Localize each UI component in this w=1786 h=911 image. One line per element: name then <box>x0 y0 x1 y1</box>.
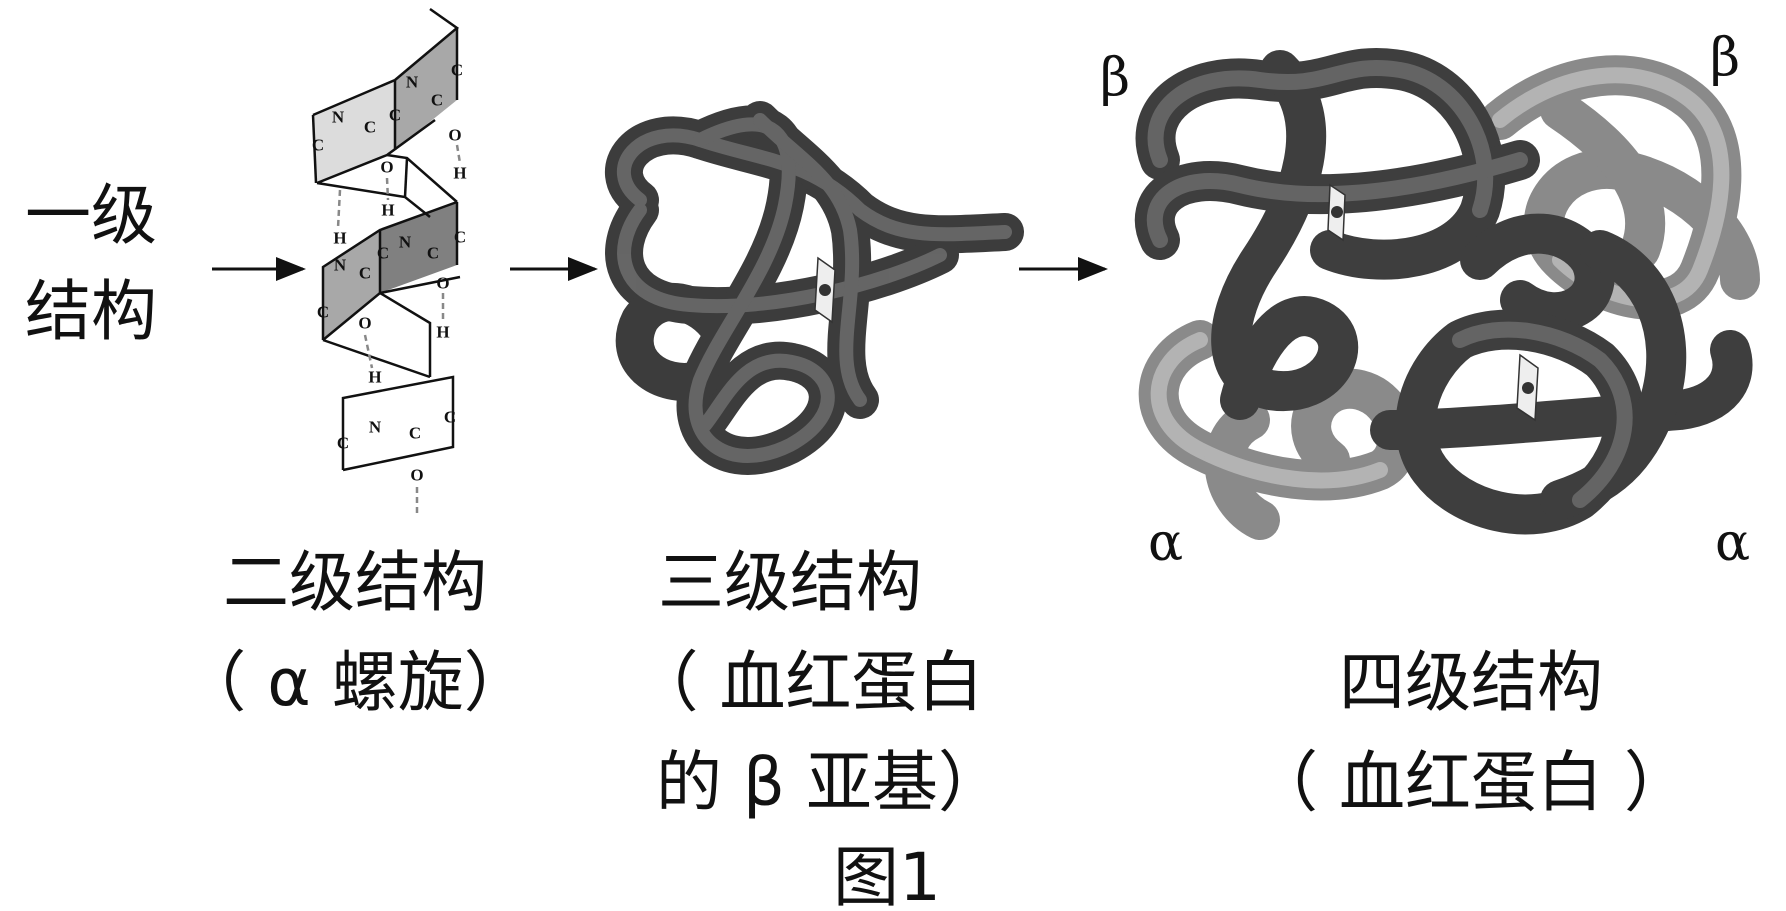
quaternary-structure-hemoglobin <box>1134 47 1760 540</box>
atom-label: C <box>409 424 421 443</box>
atom-label: C <box>317 303 329 322</box>
atom-label: C <box>454 228 466 247</box>
subunit-label-alpha-right: α <box>1715 513 1750 573</box>
atom-label: O <box>410 466 423 485</box>
atom-label: H <box>453 164 466 183</box>
atom-label: C <box>364 118 376 137</box>
atom-label: C <box>451 61 463 80</box>
atom-label: O <box>358 314 371 333</box>
atom-label: H <box>436 323 449 342</box>
figure-caption: 图1 <box>833 839 941 911</box>
atom-label: C <box>431 91 443 110</box>
atom-label: N <box>399 233 412 252</box>
primary-structure-label-line2: 结构 <box>25 273 157 350</box>
atom-label: C <box>389 106 401 125</box>
atom-label: N <box>406 73 419 92</box>
atom-label: N <box>334 256 347 275</box>
atom-label: C <box>337 434 349 453</box>
quaternary-structure-subtitle: （ 血红蛋白 ） <box>1252 744 1690 821</box>
atom-label: N <box>332 108 345 127</box>
atom-label: N <box>369 418 382 437</box>
tertiary-structure-subtitle-line1: （ 血红蛋白 <box>633 644 984 721</box>
quaternary-structure-title: 四级结构 <box>1339 644 1603 721</box>
secondary-structure-subtitle: （ α 螺旋） <box>180 644 529 721</box>
atom-label: C <box>444 408 456 427</box>
atom-label: H <box>333 229 346 248</box>
atom-label: O <box>448 126 461 145</box>
atom-label: H <box>368 368 381 387</box>
atom-label: H <box>381 201 394 220</box>
atom-label: C <box>359 264 371 283</box>
atom-label: C <box>377 244 389 263</box>
tertiary-structure-beta-subunit <box>605 101 1024 475</box>
tertiary-structure-title: 三级结构 <box>658 544 922 621</box>
alpha-helix-diagram: C N C C N C C O O H H H N C C C N C C O … <box>311 7 467 515</box>
secondary-structure-title: 二级结构 <box>223 544 487 621</box>
subunit-label-beta-right: β <box>1710 28 1740 88</box>
subunit-label-alpha-left: α <box>1148 513 1183 573</box>
atom-label: C <box>312 136 324 155</box>
atom-label: O <box>380 158 393 177</box>
tertiary-structure-subtitle-line2: 的 β 亚基） <box>656 744 1004 821</box>
atom-label: C <box>427 244 439 263</box>
helix-atom-labels: C N C C N C C O O H H H N C C C N C C O … <box>312 61 467 485</box>
primary-structure-label-line1: 一级 <box>25 177 157 254</box>
subunit-label-beta-left: β <box>1100 48 1130 108</box>
atom-label: O <box>436 274 449 293</box>
